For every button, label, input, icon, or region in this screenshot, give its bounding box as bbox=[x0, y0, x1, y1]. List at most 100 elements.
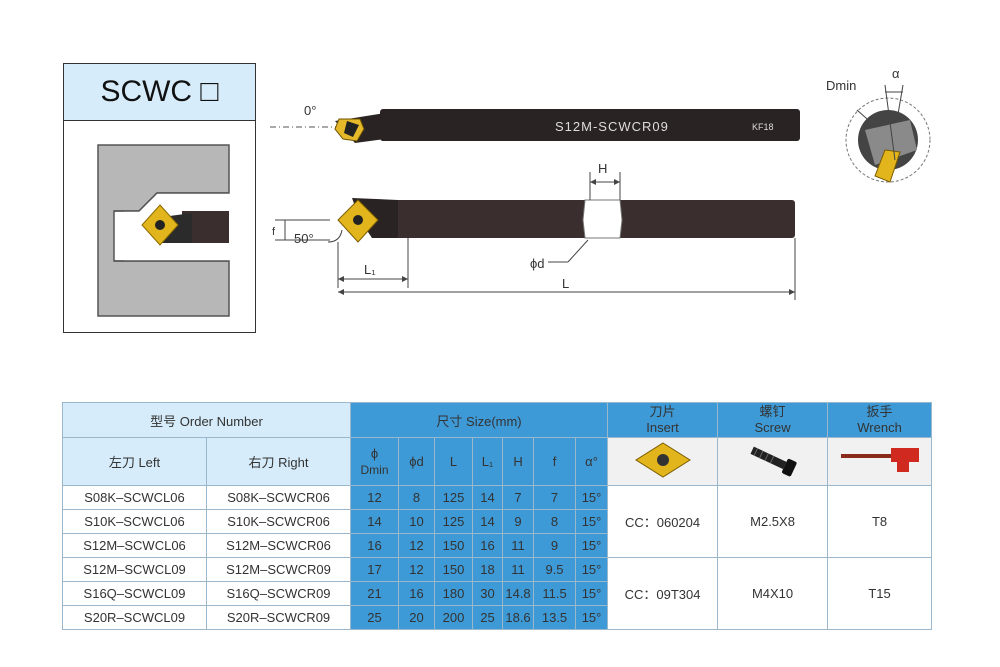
left-model: S10K–SCWCL06 bbox=[62, 509, 207, 534]
alpha-cell: 15° bbox=[575, 581, 609, 606]
f-cell: 13.5 bbox=[533, 605, 577, 630]
l1-cell: 16 bbox=[472, 533, 504, 558]
right-model: S16Q–SCWCR09 bbox=[205, 581, 352, 606]
screw-part: M4X10 bbox=[717, 557, 829, 630]
l1-cell: 14 bbox=[472, 509, 504, 534]
h-label: H bbox=[598, 161, 608, 176]
right-header: 右刀 Right bbox=[205, 437, 352, 486]
dmin-cell: 14 bbox=[350, 509, 400, 534]
h-cell: 18.6 bbox=[502, 605, 535, 630]
tool-top-view bbox=[270, 109, 800, 143]
alpha-cell: 15° bbox=[575, 485, 609, 510]
alpha-cell: 15° bbox=[575, 509, 609, 534]
phid-label: ϕd bbox=[530, 256, 545, 271]
h-cell: 11 bbox=[502, 557, 535, 582]
screw-icon bbox=[750, 446, 797, 477]
wrench-part: T8 bbox=[827, 485, 933, 558]
dmin-cell: 12 bbox=[350, 485, 400, 510]
title-box: SCWC □ bbox=[63, 63, 256, 333]
l1-cell: 25 bbox=[472, 605, 504, 630]
l-cell: 150 bbox=[434, 533, 474, 558]
h-cell: 14.8 bbox=[502, 581, 535, 606]
l1-cell: 18 bbox=[472, 557, 504, 582]
bar-grade: KF18 bbox=[752, 122, 774, 132]
phid-cell: 12 bbox=[398, 557, 436, 582]
insert-section-icon bbox=[874, 149, 901, 183]
l1-cell: 14 bbox=[472, 485, 504, 510]
dmin-label: Dmin bbox=[826, 78, 857, 93]
right-model: S12M–SCWCR06 bbox=[205, 533, 352, 558]
l1-header: L₁ bbox=[472, 437, 504, 486]
angle-0-label: 0° bbox=[304, 103, 317, 118]
right-model: S20R–SCWCR09 bbox=[205, 605, 352, 630]
phid-cell: 16 bbox=[398, 581, 436, 606]
alpha-cell: 15° bbox=[575, 557, 609, 582]
dmin-cell: 21 bbox=[350, 581, 400, 606]
title-heading: SCWC □ bbox=[64, 64, 255, 121]
alpha-cell: 15° bbox=[575, 533, 609, 558]
h-cell: 9 bbox=[502, 509, 535, 534]
phid-cell: 20 bbox=[398, 605, 436, 630]
l1-cell: 30 bbox=[472, 581, 504, 606]
left-model: S08K–SCWCL06 bbox=[62, 485, 207, 510]
screw-picture bbox=[717, 437, 829, 486]
dmin-cell: 25 bbox=[350, 605, 400, 630]
phid-cell: 8 bbox=[398, 485, 436, 510]
l-header: L bbox=[434, 437, 474, 486]
order-number-header: 型号 Order Number bbox=[61, 402, 352, 438]
l-cell: 180 bbox=[434, 581, 474, 606]
insert-part: CC：09T304 bbox=[607, 557, 719, 630]
phid-cell: 10 bbox=[398, 509, 436, 534]
alpha-cell: 15° bbox=[575, 605, 609, 630]
insert-picture bbox=[607, 437, 719, 486]
alpha-label: α bbox=[892, 66, 900, 81]
alpha-header: α° bbox=[575, 437, 609, 486]
f-cell: 11.5 bbox=[533, 581, 577, 606]
wrench-icon bbox=[840, 448, 919, 472]
f-cell: 7 bbox=[533, 485, 577, 510]
l1-label: L₁ bbox=[364, 262, 376, 277]
h-cell: 7 bbox=[502, 485, 535, 510]
l-label: L bbox=[562, 276, 570, 291]
l-cell: 150 bbox=[434, 557, 474, 582]
left-model: S16Q–SCWCL09 bbox=[62, 581, 207, 606]
left-model: S12M–SCWCL06 bbox=[62, 533, 207, 558]
cross-section-detail bbox=[845, 84, 931, 183]
f-header: f bbox=[533, 437, 577, 486]
insert-icon bbox=[634, 442, 691, 478]
l-cell: 125 bbox=[434, 509, 474, 534]
phid-header: ϕd bbox=[398, 437, 436, 486]
left-model: S20R–SCWCL09 bbox=[62, 605, 207, 630]
f-cell: 8 bbox=[533, 509, 577, 534]
insert-part: CC：060204 bbox=[607, 485, 719, 558]
angle-50-label: 50° bbox=[294, 231, 314, 246]
wrench-part: T15 bbox=[827, 557, 933, 630]
right-model: S08K–SCWCR06 bbox=[205, 485, 352, 510]
left-model: S12M–SCWCL09 bbox=[62, 557, 207, 582]
wrench-picture bbox=[827, 437, 933, 486]
size-header: 尺寸 Size(mm) bbox=[350, 402, 609, 438]
f-label: f bbox=[272, 226, 276, 238]
f-cell: 9 bbox=[533, 533, 577, 558]
h-header: H bbox=[502, 437, 535, 486]
dmin-cell: 16 bbox=[350, 533, 400, 558]
right-model: S10K–SCWCR06 bbox=[205, 509, 352, 534]
phid-cell: 12 bbox=[398, 533, 436, 558]
tool-side-view bbox=[275, 172, 796, 300]
h-cell: 11 bbox=[502, 533, 535, 558]
l-cell: 200 bbox=[434, 605, 474, 630]
right-model: S12M–SCWCR09 bbox=[205, 557, 352, 582]
left-header: 左刀 Left bbox=[62, 437, 207, 486]
screw-part: M2.5X8 bbox=[717, 485, 829, 558]
dmin-cell: 17 bbox=[350, 557, 400, 582]
l-cell: 125 bbox=[434, 485, 474, 510]
